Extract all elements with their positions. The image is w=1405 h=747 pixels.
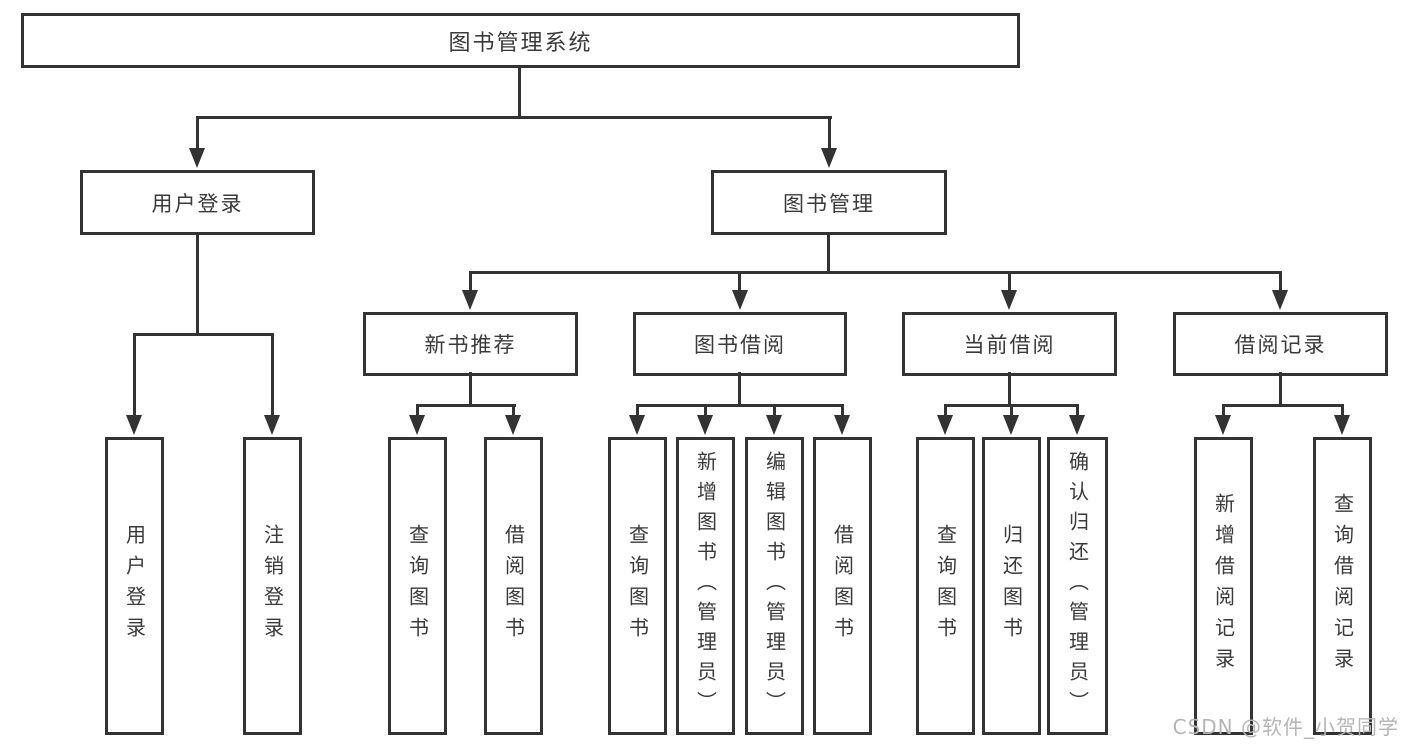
arrow-down-icon [821, 148, 837, 168]
connector-vline [944, 404, 947, 418]
leaf-add-borrow-record: 新增借阅记录 [1194, 437, 1253, 735]
connector-vline [828, 116, 831, 152]
connector-hline [469, 271, 1282, 274]
arrow-down-icon [766, 415, 782, 435]
leaf-query-books-current: 查询图书 [916, 437, 975, 735]
connector-vline [271, 333, 274, 417]
leaf-confirm-return-admin: 确认归还（管理员） [1047, 437, 1108, 735]
arrow-down-icon [1334, 415, 1350, 435]
connector-vline [738, 271, 741, 292]
arrow-down-icon [1215, 415, 1231, 435]
connector-vline [1008, 372, 1011, 406]
connector-vline [416, 404, 419, 418]
connector-hline [196, 116, 832, 119]
leaf-borrow-books-borrowing: 借阅图书 [813, 437, 872, 735]
connector-vline [1279, 372, 1282, 406]
leaf-query-books-borrowing: 查询图书 [608, 437, 667, 735]
connector-hline [1222, 404, 1344, 407]
node-borrow-records: 借阅记录 [1173, 312, 1388, 376]
leaf-add-book-admin: 新增图书（管理员） [676, 437, 735, 735]
arrow-down-icon [629, 415, 645, 435]
arrow-down-icon [1069, 415, 1085, 435]
arrow-down-icon [462, 290, 478, 310]
arrow-down-icon [126, 415, 142, 435]
node-book-management: 图书管理 [711, 170, 947, 235]
connector-vline [196, 116, 199, 152]
leaf-query-books-recommend: 查询图书 [388, 437, 447, 735]
arrow-down-icon [937, 415, 953, 435]
connector-vline [512, 404, 515, 418]
arrow-down-icon [505, 415, 521, 435]
node-current-borrowing: 当前借阅 [902, 312, 1117, 376]
leaf-logout: 注销登录 [243, 437, 302, 735]
node-root: 图书管理系统 [21, 13, 1020, 68]
arrow-down-icon [697, 415, 713, 435]
arrow-down-icon [409, 415, 425, 435]
connector-vline [469, 271, 472, 292]
connector-vline [1222, 404, 1225, 418]
arrow-down-icon [1272, 290, 1288, 310]
connector-vline [636, 404, 639, 418]
connector-vline [133, 333, 136, 417]
connector-vline [827, 232, 830, 273]
watermark: CSDN @软件_小贺同学 [1172, 715, 1399, 739]
leaf-return-book: 归还图书 [982, 437, 1041, 735]
connector-vline [704, 404, 707, 418]
node-book-borrowing: 图书借阅 [633, 312, 847, 376]
arrow-down-icon [264, 415, 280, 435]
leaf-edit-book-admin: 编辑图书（管理员） [745, 437, 804, 735]
arrow-down-icon [1003, 415, 1019, 435]
connector-vline [1076, 404, 1079, 418]
connector-vline [773, 404, 776, 418]
arrow-down-icon [834, 415, 850, 435]
node-user-login: 用户登录 [80, 170, 315, 235]
leaf-query-borrow-record: 查询借阅记录 [1313, 437, 1372, 735]
connector-vline [518, 66, 521, 118]
connector-vline [1341, 404, 1344, 418]
connector-vline [738, 372, 741, 406]
arrow-down-icon [1001, 290, 1017, 310]
leaf-borrow-books-recommend: 借阅图书 [484, 437, 543, 735]
leaf-user-login: 用户登录 [105, 437, 164, 735]
connector-vline [196, 232, 199, 335]
arrow-down-icon [732, 290, 748, 310]
connector-vline [1279, 271, 1282, 292]
arrow-down-icon [189, 148, 205, 168]
connector-vline [1010, 404, 1013, 418]
node-new-book-recommend: 新书推荐 [363, 312, 578, 376]
connector-hline [416, 404, 516, 407]
connector-vline [469, 372, 472, 406]
connector-vline [1008, 271, 1011, 292]
connector-hline [636, 404, 844, 407]
connector-vline [841, 404, 844, 418]
connector-hline [133, 333, 274, 336]
